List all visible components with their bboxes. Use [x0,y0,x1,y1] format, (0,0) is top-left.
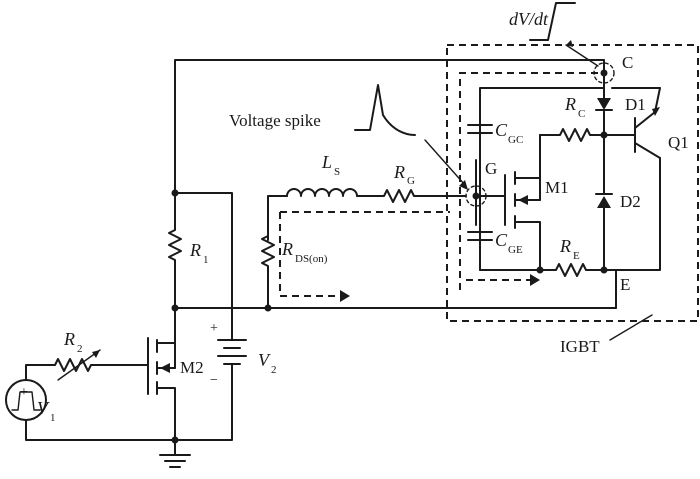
rg-label: R [393,162,405,182]
r2-label: R [63,329,75,349]
emitter-wire [603,269,617,309]
outer-current-path-bottom [279,212,340,297]
rc-subscript: C [578,108,585,120]
d2-diode-icon [597,196,611,208]
internal-left-bus [479,72,605,271]
collector-wire [174,59,605,194]
d1-diode-icon [597,98,611,110]
v1-label: V [37,398,50,418]
rds-resistor-icon [261,229,275,311]
r2-variable-arrow [57,349,101,381]
d2-label: D2 [620,192,641,211]
re-resistor-icon [539,263,605,277]
r1-subscript: 1 [203,254,209,266]
rds-label: R [281,239,293,259]
v1-plus: + [20,385,28,400]
igbt-boundary [446,44,699,322]
q1-to-e [615,157,661,271]
m1-drain-lead [514,159,541,179]
m1-arrow [518,195,528,205]
m2-drain-lead [156,307,176,344]
v2-bottom-wire [174,363,233,441]
ls-inductor-icon [286,188,358,197]
r2-arrowhead [92,350,100,358]
emitter-label: E [620,275,630,294]
q1-to-c [611,87,661,113]
re-label: R [559,236,571,256]
igbt-label: IGBT [560,337,600,356]
rc-resistor-icon [539,128,605,142]
collector-label: C [622,53,633,72]
cgc-label: C [495,120,508,140]
v1-subscript: 1 [50,412,56,424]
r2-resistor-icon [25,358,149,381]
rds-top-wire [267,195,288,241]
m2-source-lead [156,387,176,441]
cge-label: C [495,230,508,250]
m2-arrow [160,363,170,373]
spike-arrow [424,139,466,186]
cgc-subscript: GC [508,134,523,146]
outer-current-arrow [340,290,350,302]
v2-label: V [258,350,271,370]
ls-label: L [321,152,332,172]
dvdt-arrow [565,44,599,67]
m2-label: M2 [180,358,204,377]
dvdt-arrowhead [566,40,573,47]
ls-subscript: S [334,166,340,178]
v2-plus: + [210,321,218,336]
r1-resistor-icon [168,192,182,309]
d1-label: D1 [625,95,646,114]
m1-label: M1 [545,178,569,197]
voltage-spike-label: Voltage spike [229,111,321,130]
v2-subscript: 2 [271,364,277,376]
v1-pulse-icon [11,391,41,411]
voltage-spike-icon [354,84,416,136]
r1-label: R [189,240,201,260]
rg-resistor-icon [356,189,467,203]
dvdt-step-icon [529,2,576,41]
q1-collector-lead [634,142,661,159]
spike-arrowhead [459,180,468,190]
rds-subscript: DS(on) [295,253,328,265]
q1-label: Q1 [668,133,689,152]
v2-minus: − [210,373,218,388]
rc-label: R [564,94,576,114]
inner-current-path-left [459,72,604,290]
dvdt-label: dV/dt [509,9,549,29]
re-subscript: E [573,250,580,262]
rds-bottom-node [264,304,272,312]
m1-source-lead [514,221,541,271]
v2-top-wire [174,192,233,341]
inner-current-arrow [530,274,540,286]
igbt-pointer [609,314,653,341]
gate-label: G [485,159,497,178]
r2-subscript: 2 [77,343,83,355]
m1-source-node [536,266,544,274]
cge-subscript: GE [508,244,523,256]
q1-emitter-lead [634,111,656,129]
rg-subscript: G [407,175,415,187]
v1-bottom-wire [25,419,176,441]
